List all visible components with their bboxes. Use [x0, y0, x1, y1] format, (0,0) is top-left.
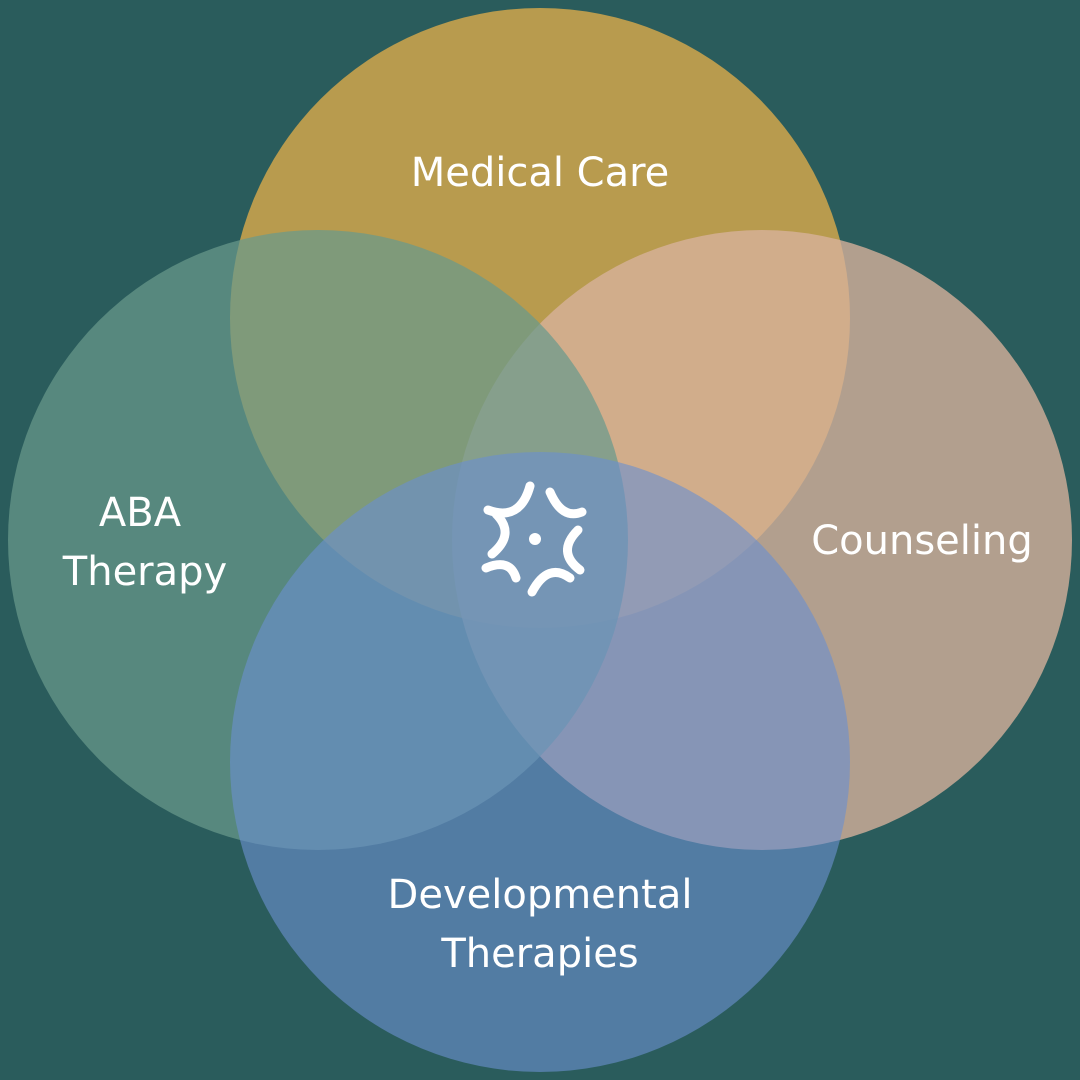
icon-arc-right — [563, 525, 585, 575]
icon-center-dot — [529, 533, 541, 545]
medical-care-label: Medical Care — [411, 150, 670, 196]
developmental-label-line2: Therapies — [440, 931, 638, 977]
puzzle-star-icon — [481, 481, 587, 597]
aba-label-line1: ABA — [99, 490, 182, 536]
developmental-therapies-circle — [230, 452, 850, 1072]
developmental-label-line1: Developmental — [388, 872, 693, 918]
icon-arc-left-bottom — [481, 560, 521, 583]
icon-arc-left — [487, 509, 510, 559]
icon-arc-bottom — [527, 567, 575, 597]
aba-label-line2: Therapy — [62, 549, 227, 595]
counseling-label: Counseling — [811, 518, 1033, 564]
icon-arc-right-top — [545, 487, 587, 519]
